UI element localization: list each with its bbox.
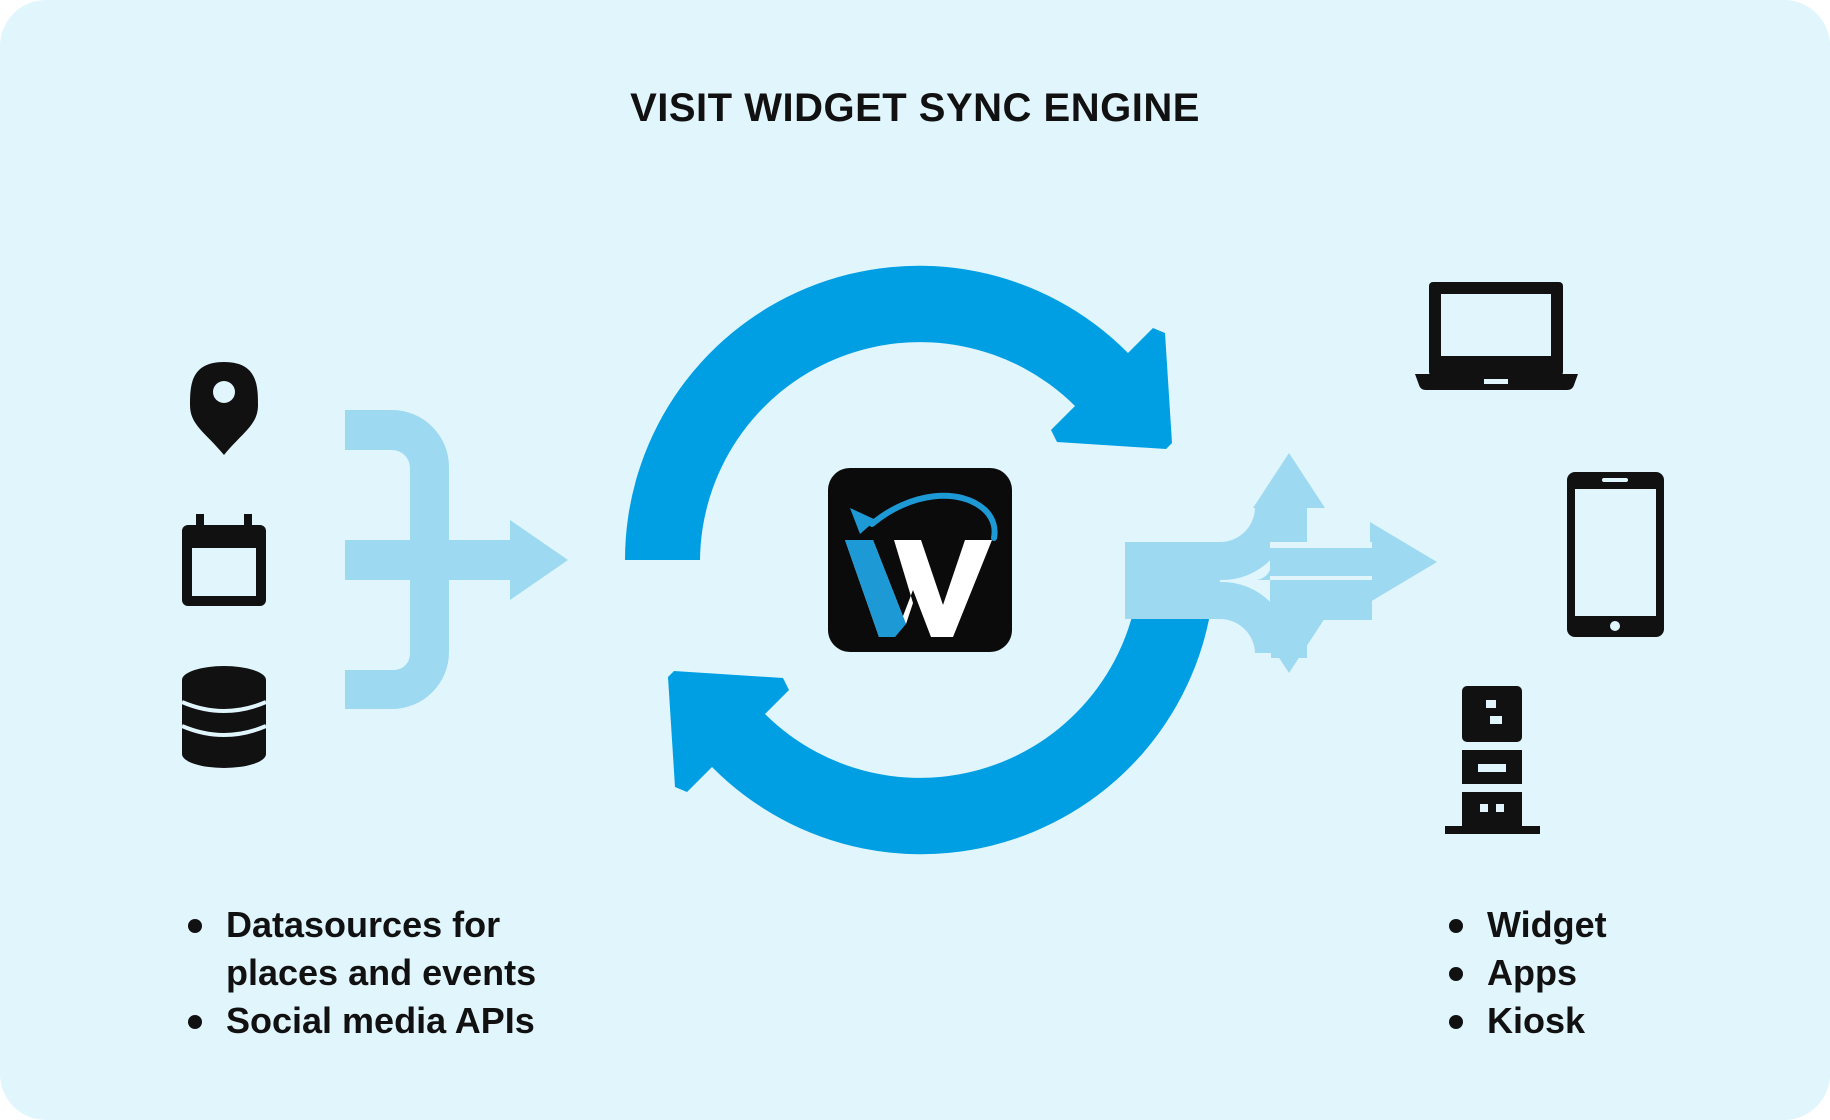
database-icon bbox=[181, 666, 267, 768]
outputs-list: Widget Apps Kiosk bbox=[1449, 901, 1709, 1045]
list-item: Widget bbox=[1449, 901, 1709, 949]
list-item: Datasources for places and events bbox=[188, 901, 608, 997]
laptop-icon bbox=[1415, 282, 1578, 390]
sync-arrow-bottom bbox=[668, 560, 1215, 855]
sources-list: Datasources for places and events Social… bbox=[188, 901, 608, 1045]
map-pin-icon bbox=[190, 362, 258, 455]
kiosk-icon bbox=[1445, 686, 1540, 834]
tablet-icon bbox=[1567, 472, 1664, 637]
sync-arrow-top bbox=[624, 265, 1172, 560]
diagram-title: VISIT WIDGET SYNC ENGINE bbox=[630, 86, 1200, 130]
merge-arrow bbox=[345, 410, 568, 709]
list-item: Social media APIs bbox=[188, 997, 608, 1045]
calendar-icon bbox=[182, 514, 266, 606]
split-arrow bbox=[1125, 453, 1437, 673]
list-item: Kiosk bbox=[1449, 997, 1709, 1045]
visit-widget-logo bbox=[828, 468, 1012, 652]
list-item: Apps bbox=[1449, 949, 1709, 997]
